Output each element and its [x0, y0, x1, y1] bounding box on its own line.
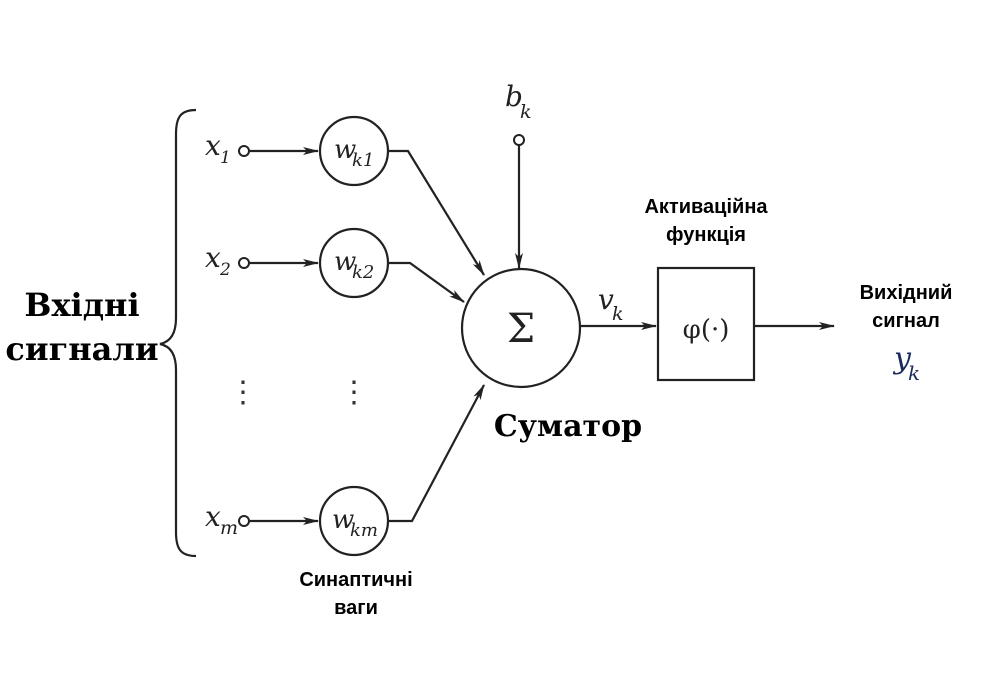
summer-symbol: Σ [507, 306, 535, 352]
bias-node [513, 134, 525, 146]
input-x2-node [238, 257, 250, 269]
induced-field-var: v [598, 283, 614, 316]
weight-wkm: w km [318, 485, 390, 557]
connector-wk2-summer [388, 261, 465, 303]
activation-symbol: φ(·) [683, 315, 730, 345]
bias-var: b [505, 80, 523, 113]
output-sub: k [908, 361, 920, 385]
weight-wk1-sub: k1 [352, 150, 374, 171]
bias: b k [505, 80, 532, 269]
input-x1: x 1 [205, 129, 319, 168]
input-group-label-line1: Вхідні [24, 286, 139, 324]
input-x2: x 2 [205, 241, 319, 280]
induced-field-sub: k [612, 303, 624, 325]
weight-wkm-sub: km [350, 520, 378, 541]
connector-wk1-summer [388, 149, 485, 276]
weights-caption-line2: ваги [334, 597, 378, 619]
activation-box [656, 266, 756, 382]
output-var: y [892, 341, 912, 376]
input-xm-node [238, 515, 250, 527]
output-label-line1: Вихідний [860, 282, 953, 304]
connector-wkm-summer [388, 384, 485, 523]
weights-caption-line1: Синаптичні [299, 569, 412, 591]
summer-label: Суматор [494, 409, 642, 444]
output-label-line2: сигнал [872, 310, 940, 332]
summer: Σ [460, 267, 582, 389]
weight-wk2: w k2 [318, 227, 390, 299]
input-x1-var: x [205, 129, 221, 162]
input-xm-sub: m [220, 517, 238, 539]
input-brace [159, 108, 197, 558]
weight-wk1: w k1 [318, 115, 390, 187]
weight-wk2-sub: k2 [352, 262, 374, 283]
summer-circle [460, 267, 582, 389]
input-xm-var: x [205, 500, 221, 533]
activation-label-line2: функція [666, 224, 746, 246]
weight-wkm-var: w [332, 505, 354, 535]
weight-wk2-var: w [334, 247, 356, 277]
input-x1-node [238, 145, 250, 157]
input-x2-var: x [205, 241, 221, 274]
input-x2-sub: 2 [219, 260, 231, 280]
weight-ellipsis: ⋮ [339, 375, 369, 410]
input-group-label-line2: сигнали [5, 330, 158, 368]
weight-wk1-var: w [334, 135, 356, 165]
input-ellipsis: ⋮ [228, 375, 258, 410]
activation-label-line1: Активаційна [644, 196, 768, 218]
bias-sub: k [520, 101, 532, 123]
input-xm: x m [205, 500, 319, 539]
input-x1-sub: 1 [220, 148, 231, 168]
